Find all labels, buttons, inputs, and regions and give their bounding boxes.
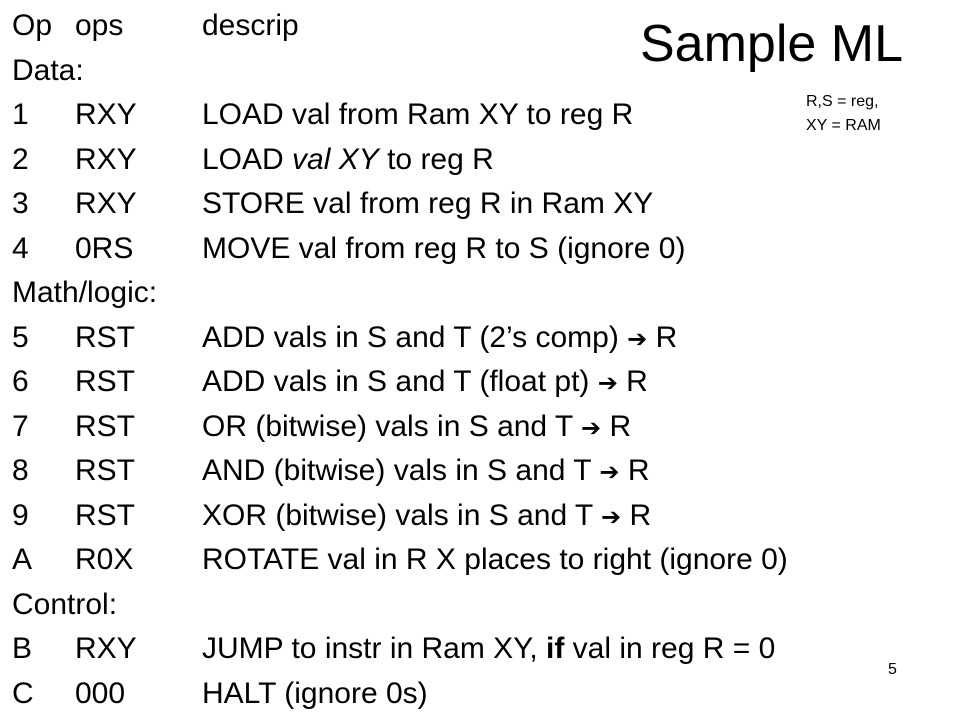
description: XOR (bitwise) vals in S and T ➔ R [202,494,651,540]
section-label: Data: [12,53,84,87]
description: MOVE val from reg R to S (ignore 0) [202,231,686,265]
header-row: Op ops descrip [12,4,952,49]
description: ROTATE val in R X places to right (ignor… [202,543,788,576]
description: AND (bitwise) vals in S and T ➔ R [202,449,649,495]
operands: RXY [75,98,137,131]
operands: RXY [75,142,137,176]
opcode: 8 [12,454,29,487]
operands: 000 [75,676,126,710]
operands: RST [75,454,135,487]
opcode: A [12,543,33,576]
arrow-right-icon: ➔ [627,324,648,353]
section-heading-data: Data: [12,49,952,94]
page-number: 5 [888,661,897,678]
section-label: Math/logic: [12,276,158,309]
opcode: 5 [12,320,29,354]
description-text: XOR (bitwise) vals in S and T [202,498,602,532]
description-text: R [647,320,678,354]
description-text: OR (bitwise) vals in S and T [202,409,582,443]
instruction-row: 3 RXY STORE val from reg R in Ram XY [12,182,952,227]
opcode: 7 [12,409,29,443]
description: LOAD val XY to reg R [202,138,494,183]
description-text: R [619,454,650,487]
header-descrip: descrip [202,9,299,42]
description-bold-text: if [546,632,565,665]
description-text: AND (bitwise) vals in S and T [202,454,600,487]
instruction-table: Op ops descrip Data: 1 RXY LOAD val from… [12,4,952,716]
operands: 0RS [75,231,134,265]
slide-title: Sample ML [640,15,903,73]
arrow-right-icon: ➔ [597,369,618,397]
opcode: 2 [12,142,29,176]
description: LOAD val from Ram XY to reg R [202,98,634,131]
opcode: C [12,676,34,710]
description: HALT (ignore 0s) [202,676,428,710]
operands: RST [75,320,135,354]
description: STORE val from reg R in Ram XY [202,187,654,220]
instruction-row: 8 RST AND (bitwise) vals in S and T ➔ R [12,449,952,494]
description-text: ADD vals in S and T (2’s comp) [202,320,628,354]
operands: RXY [75,187,137,220]
description-text: R [621,498,652,532]
instruction-row: 6 RST ADD vals in S and T (float pt) ➔ R [12,360,952,405]
legend-note: R,S = reg, XY = RAM [806,90,881,138]
description: JUMP to instr in Ram XY, if val in reg R… [202,627,775,672]
opcode: 9 [12,498,29,532]
opcode: 1 [12,98,29,131]
description-italic-text: val XY [292,142,379,176]
opcode: 6 [12,365,29,398]
header-ops: ops [75,9,124,42]
operands: R0X [75,543,134,576]
instruction-row: 7 RST OR (bitwise) vals in S and T ➔ R [12,405,952,450]
instruction-row: 9 RST XOR (bitwise) vals in S and T ➔ R [12,494,952,539]
arrow-right-icon: ➔ [599,458,620,486]
operands: RXY [75,632,137,665]
opcode: 3 [12,187,29,220]
legend-note-line-2: XY = RAM [806,117,881,134]
instruction-row: 5 RST ADD vals in S and T (2’s comp) ➔ R [12,316,952,361]
description: OR (bitwise) vals in S and T ➔ R [202,405,631,451]
description-text: to reg R [378,142,494,176]
description: ADD vals in S and T (float pt) ➔ R [202,360,648,406]
legend-note-line-1: R,S = reg, [806,93,879,110]
description-text: R [617,365,648,398]
description-text: JUMP to instr in Ram XY, [202,632,547,665]
instruction-row: 4 0RS MOVE val from reg R to S (ignore 0… [12,227,952,272]
opcode: B [12,632,33,665]
operands: RST [75,409,135,443]
section-heading-math: Math/logic: [12,271,952,316]
section-label: Control: [12,587,118,621]
description-text: LOAD [202,142,293,176]
header-op: Op [12,9,53,42]
instruction-row: C 000 HALT (ignore 0s) [12,672,952,717]
description: ADD vals in S and T (2’s comp) ➔ R [202,316,677,362]
operands: RST [75,365,135,398]
description-text: R [601,409,632,443]
instruction-row: B RXY JUMP to instr in Ram XY, if val in… [12,627,952,672]
instruction-row: 2 RXY LOAD val XY to reg R [12,138,952,183]
operands: RST [75,498,135,532]
arrow-right-icon: ➔ [601,502,622,531]
description-text: val in reg R = 0 [564,632,776,665]
instruction-row: A R0X ROTATE val in R X places to right … [12,538,952,583]
description-text: ADD vals in S and T (float pt) [202,365,598,398]
arrow-right-icon: ➔ [581,413,602,442]
opcode: 4 [12,231,29,265]
instruction-row: 1 RXY LOAD val from Ram XY to reg R [12,93,952,138]
section-heading-control: Control: [12,583,952,628]
